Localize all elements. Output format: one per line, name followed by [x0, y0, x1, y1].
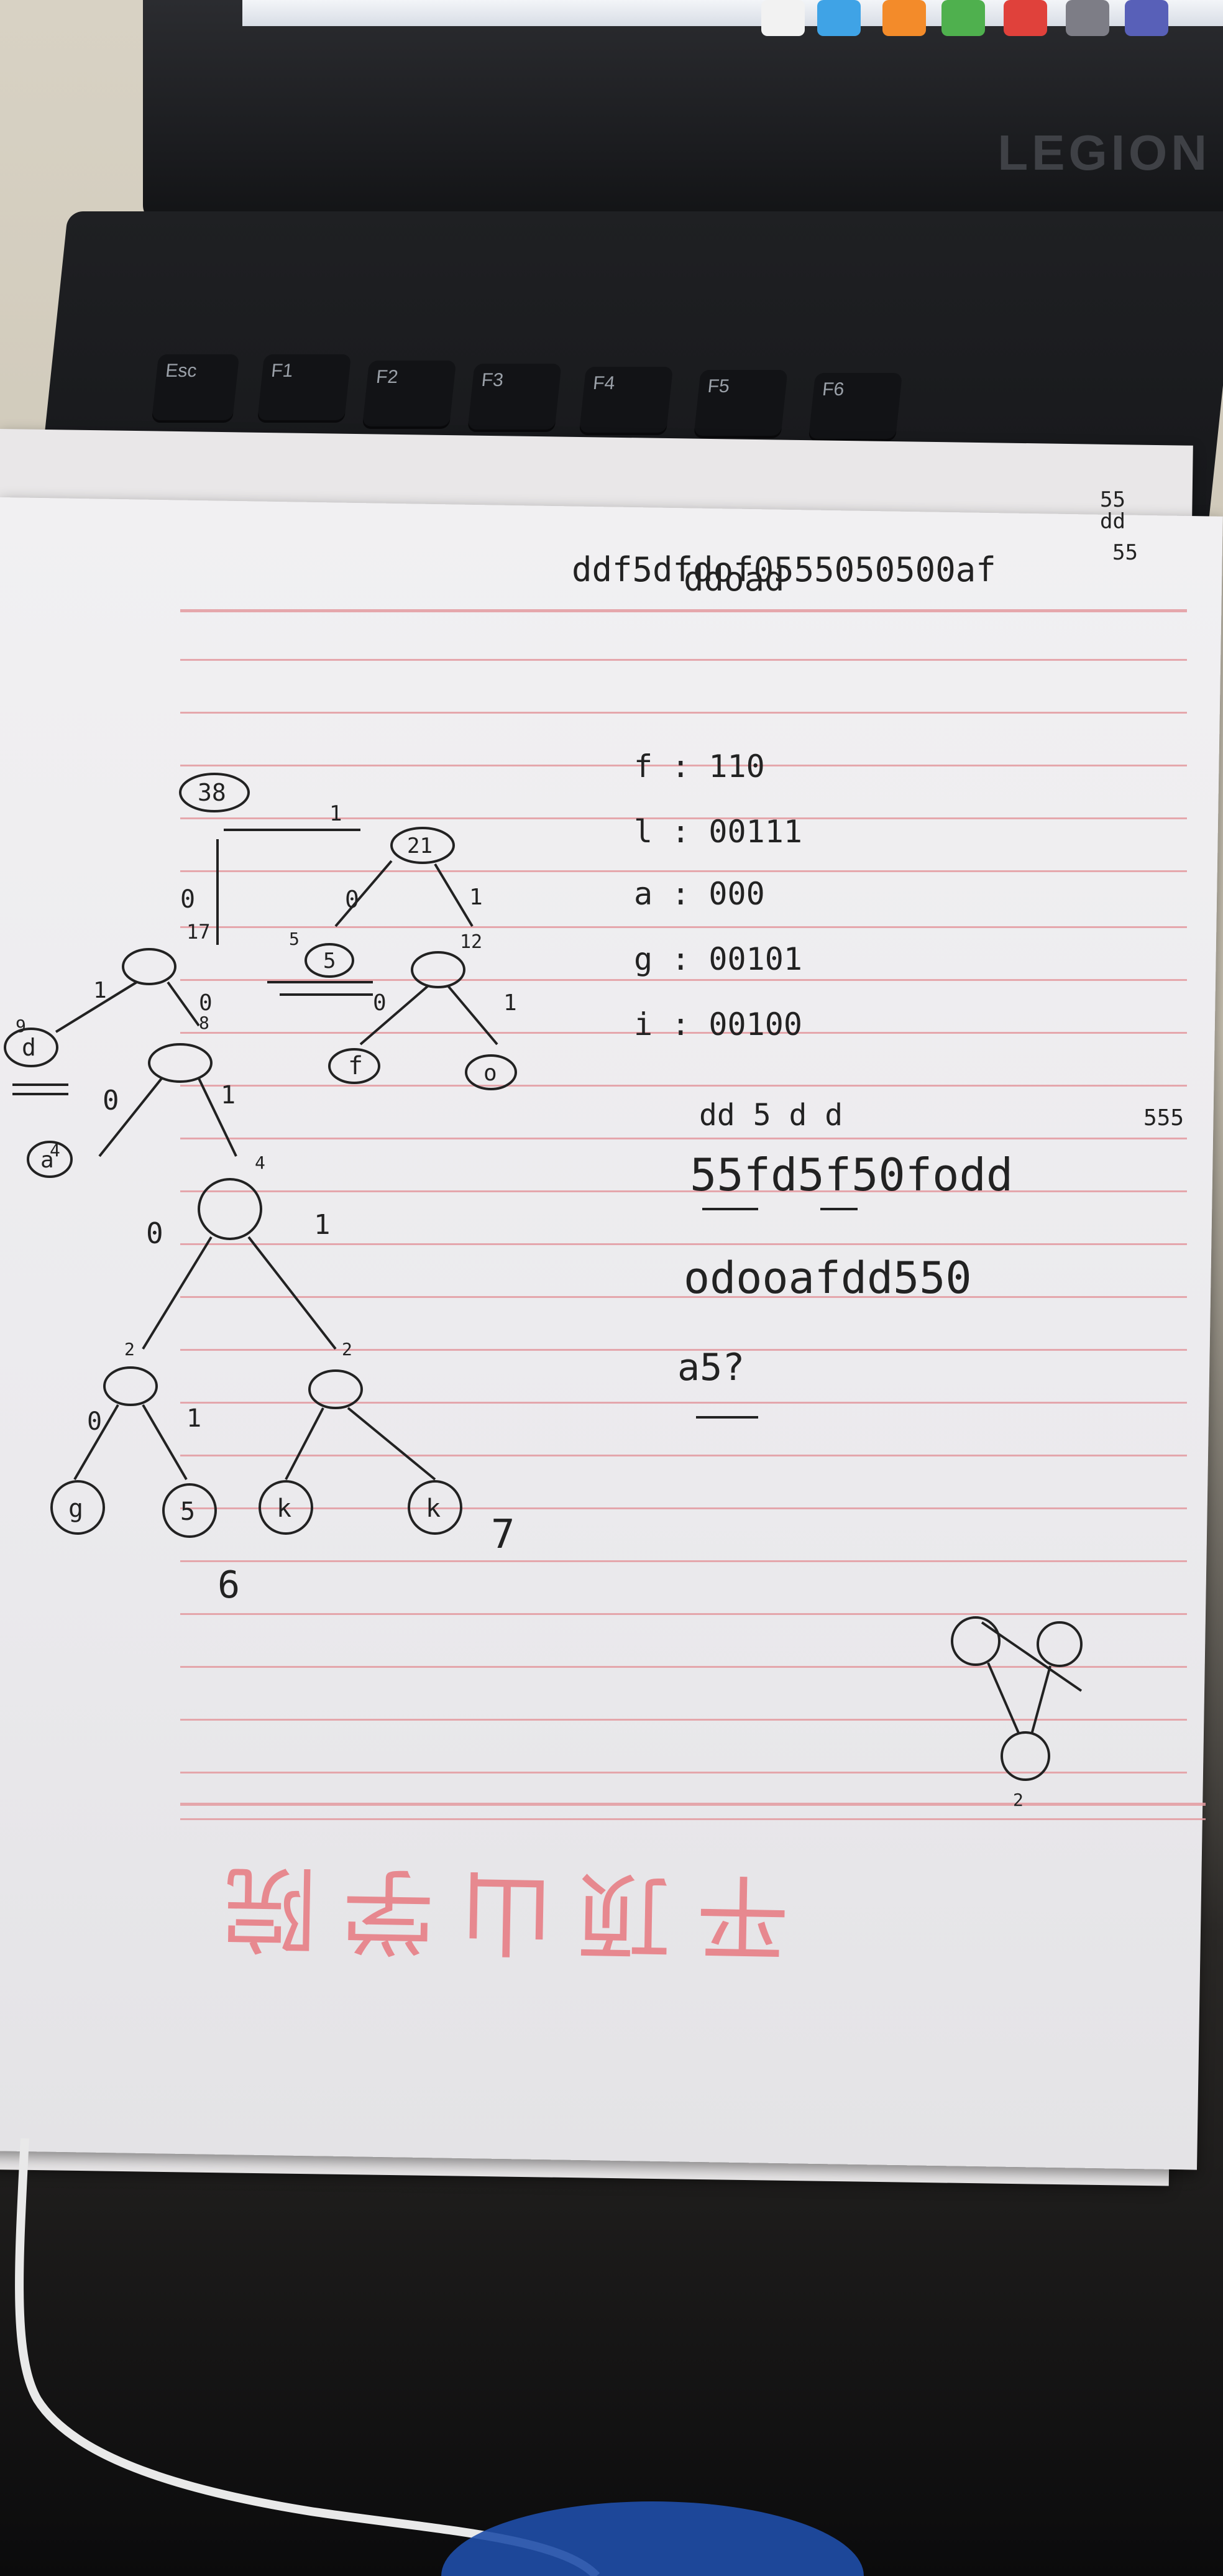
screen-bottom-strip [242, 0, 1223, 26]
leaf-note: 7 [491, 1512, 515, 1558]
tree-weight: 5 [289, 929, 300, 949]
ruled-line [180, 979, 1187, 981]
ruled-line [180, 659, 1187, 661]
app-icon[interactable] [1004, 0, 1047, 36]
note-line: ddf5dfdof0555050500af [572, 550, 996, 589]
browser-icon[interactable] [882, 0, 926, 36]
ruled-line [180, 1402, 1187, 1404]
ruled-line [180, 926, 1187, 928]
tree-node-label: k [426, 1494, 441, 1523]
edge-label: 1 [469, 885, 483, 910]
decode-line: a5? [677, 1346, 744, 1389]
leaf-note: 6 [218, 1563, 240, 1607]
ruled-line [180, 1032, 1187, 1034]
app-icon[interactable] [1125, 0, 1168, 36]
decode-line: odooafdd550 [684, 1253, 972, 1304]
ruled-line [180, 1349, 1187, 1351]
tree-weight: 12 [460, 931, 482, 953]
tree-weight: 2 [1013, 1790, 1024, 1810]
tree-node-label: d [22, 1034, 36, 1061]
edge-label: 0 [345, 886, 359, 913]
note-line: ddoad [684, 559, 785, 599]
edge-label: 1 [329, 801, 342, 826]
ruled-line [180, 1138, 1187, 1139]
edge-label: 1 [503, 990, 517, 1016]
edge-label: 0 [373, 990, 387, 1016]
ruled-line [180, 1560, 1187, 1562]
tree-weight: 9 [16, 1016, 26, 1036]
edge-label: 0 [146, 1217, 163, 1250]
tree-weight: 8 [199, 1013, 209, 1033]
tree-weight: 2 [342, 1339, 352, 1359]
code-entry: a : 000 [634, 876, 765, 912]
app-icon[interactable] [1066, 0, 1109, 36]
brand-logo: LEGION [997, 125, 1211, 180]
ruled-line [180, 712, 1187, 714]
tree-node-label: k [277, 1494, 291, 1523]
app-icon[interactable] [817, 0, 861, 36]
code-entry: i : 00100 [634, 1006, 802, 1042]
note-margin: dd [1100, 509, 1125, 534]
edge-label: 1 [186, 1404, 201, 1433]
edge-label: 0 [103, 1085, 119, 1116]
tree-weight: 17 [186, 920, 211, 944]
note-margin: 55 [1100, 487, 1125, 512]
note-margin: 55 [1112, 540, 1138, 565]
ruled-line [180, 609, 1187, 612]
tree-node-label: f [348, 1052, 363, 1080]
huffman-tree [4, 773, 1083, 1781]
code-entry: l : 00111 [634, 814, 802, 850]
ruled-line [180, 1243, 1187, 1245]
ruled-line [180, 765, 1187, 766]
ruled-line [180, 1613, 1187, 1615]
ruled-line [180, 1455, 1187, 1456]
ruled-line [180, 1719, 1187, 1721]
ruled-line [180, 1507, 1187, 1509]
tree-node-label: 38 [198, 779, 226, 806]
edge-label: 0 [87, 1407, 102, 1436]
code-entry: g : 00101 [634, 941, 802, 977]
tree-node-label: a [40, 1148, 54, 1173]
browser-icon[interactable] [941, 0, 985, 36]
edge-label: 0 [180, 885, 195, 914]
decode-line: 55fd5f50fodd [690, 1149, 1013, 1201]
usb-cable [15, 2138, 864, 2576]
app-icon[interactable] [761, 0, 805, 36]
code-entry: f : 110 [634, 748, 765, 784]
ruled-line [180, 870, 1187, 872]
tree-weight: 2 [124, 1339, 135, 1359]
ruled-line [180, 1085, 1187, 1087]
tree-node-label: g [68, 1494, 83, 1523]
edge-label: 1 [314, 1209, 331, 1241]
tree-node-label: 21 [407, 834, 433, 858]
tree-node-label: o [483, 1060, 497, 1086]
decode-header: dd 5 d d [699, 1098, 843, 1133]
ruled-line [180, 1803, 1206, 1806]
edge-label: 1 [93, 978, 107, 1003]
ruled-line [180, 1772, 1187, 1773]
tree-node-label: 5 [180, 1497, 195, 1526]
edge-label: 0 [199, 990, 213, 1016]
ruled-line [180, 1296, 1187, 1298]
tree-weight: 4 [50, 1140, 60, 1161]
ruled-line [180, 1818, 1206, 1820]
edge-label: 1 [221, 1081, 236, 1110]
ruled-line [180, 1190, 1187, 1192]
laptop-lid [143, 0, 1223, 224]
ruled-line [180, 1666, 1187, 1668]
decode-header-right: 555 [1143, 1105, 1184, 1131]
ruled-line [180, 817, 1187, 819]
tree-node-label: 5 [323, 949, 336, 973]
tree-weight: 4 [255, 1152, 265, 1173]
